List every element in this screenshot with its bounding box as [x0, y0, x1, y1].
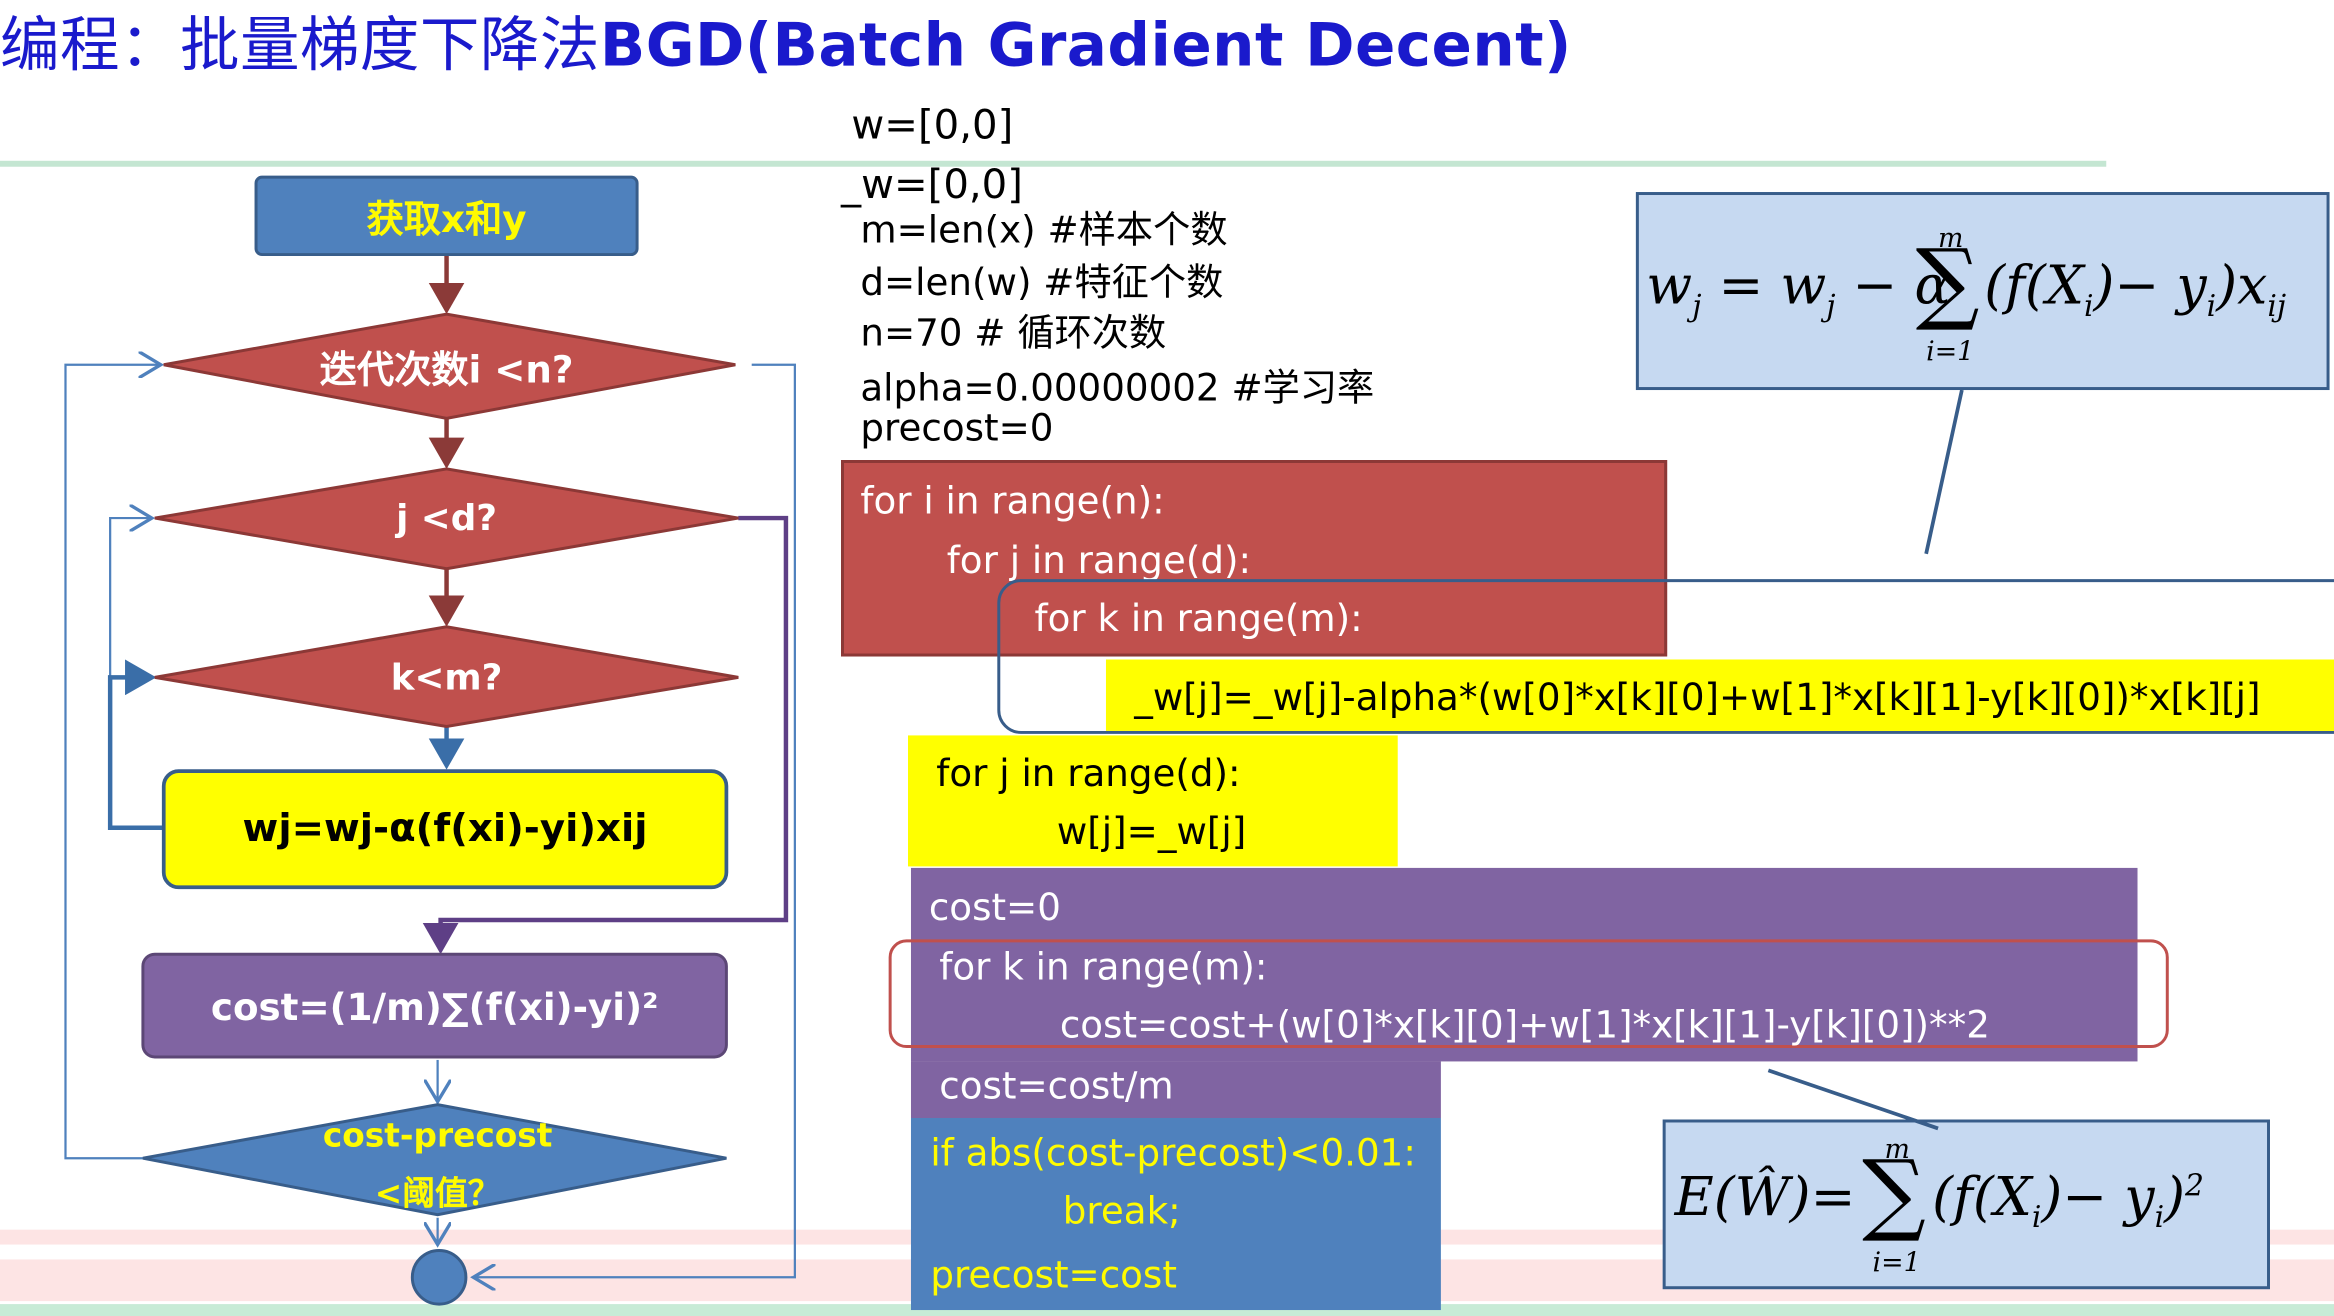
check-block: [910, 1118, 1441, 1311]
code-break: break;: [1062, 1189, 1181, 1233]
code-init-d: d=len(w) #特征个数: [860, 260, 1224, 304]
loop-block: [841, 460, 1668, 657]
cost-avg-block: [910, 1061, 1441, 1119]
flowchart: [64, 175, 796, 1306]
cost-formula-body: (f(Xi)− yi)2: [1932, 1167, 2204, 1235]
get-xy-label: 获取x和y: [366, 197, 527, 242]
update-box: [161, 769, 729, 890]
cost-formula: E(Ŵ)=: [1674, 1167, 1856, 1229]
code-cost-init: cost=0: [928, 885, 1061, 929]
loop-k-diamond: [154, 625, 739, 728]
sum-upper: m: [1938, 223, 1964, 255]
copy-block: [907, 735, 1398, 867]
cost-block: [910, 867, 2138, 1062]
sum-symbol-2: ∑: [1862, 1141, 1926, 1247]
code-init-precost: precost=0: [860, 406, 1054, 450]
code-init-alpha: alpha=0.00000002 #学习率: [860, 366, 1375, 410]
cost-label: cost=(1/m)∑(f(xi)-yi)²: [210, 985, 659, 1029]
sum-lower: i=1: [1926, 336, 1975, 368]
code-loop-i: for i in range(n):: [860, 479, 1165, 523]
update-formula-body: (f(Xi)− yi)xij: [1984, 256, 2287, 324]
sum-lower-2: i=1: [1872, 1247, 1921, 1279]
code-init-w: w=[0,0]: [851, 102, 1014, 149]
loop-i-label: 迭代次数i <n?: [319, 348, 574, 392]
code-loop-k: for k in range(m):: [1034, 596, 1363, 641]
update-formula: wj = wj − α: [1646, 256, 1951, 324]
threshold-label-1: cost-precost: [322, 1118, 553, 1156]
slide-title: 编程：批量梯度下降法BGD(Batch Gradient Decent): [0, 0, 1572, 83]
title-underline: [0, 160, 2107, 167]
threshold-label-2: <阈值？: [374, 1176, 501, 1214]
title-prefix: 编程：批量梯度下降法: [0, 11, 600, 81]
k-loop-outline: [997, 579, 2334, 734]
get-xy-box: [254, 175, 639, 257]
update-code-highlight: [1105, 659, 2334, 731]
cost-box: [141, 952, 728, 1059]
code-init-m: m=len(x) #样本个数: [860, 208, 1228, 252]
loop-i-diamond: [163, 312, 736, 420]
loop-j-diamond: [154, 467, 739, 571]
end-circle: [410, 1249, 468, 1306]
sum-upper-2: m: [1884, 1134, 1910, 1166]
code-precost: precost=cost: [930, 1253, 1177, 1297]
code-cost-acc: cost=cost+(w[0]*x[k][0]+w[1]*x[k][1]-y[k…: [1059, 1003, 1990, 1047]
code-init-_w: _w=[0,0]: [841, 162, 1023, 209]
code-copy: w[j]=_w[j]: [1056, 809, 1247, 854]
sum-symbol: ∑: [1915, 230, 1980, 335]
code-copy-loop: for j in range(d):: [936, 751, 1241, 795]
code-init-n: n=70 # 循环次数: [860, 311, 1167, 355]
threshold-diamond: [142, 1103, 727, 1217]
loop-k-label: k<m?: [390, 656, 503, 699]
title-main: BGD(Batch Gradient Decent): [599, 11, 1572, 81]
update-label: wj=wj-α(f(xi)-yi)xij: [242, 806, 648, 852]
cost-loop-outline: [888, 939, 2169, 1049]
update-formula-box: [1635, 192, 2330, 391]
code-if: if abs(cost-precost)<0.01:: [930, 1131, 1416, 1175]
code-cost-avg: cost=cost/m: [939, 1064, 1174, 1108]
code-update: _w[j]=_w[j]-alpha*(w[0]*x[k][0]+w[1]*x[k…: [1134, 675, 2261, 720]
cost-formula-box: [1662, 1119, 2270, 1290]
code-loop-j: for j in range(d):: [946, 538, 1252, 583]
loop-j-label: j <d?: [396, 497, 498, 539]
code-cost-loop: for k in range(m):: [939, 945, 1268, 989]
